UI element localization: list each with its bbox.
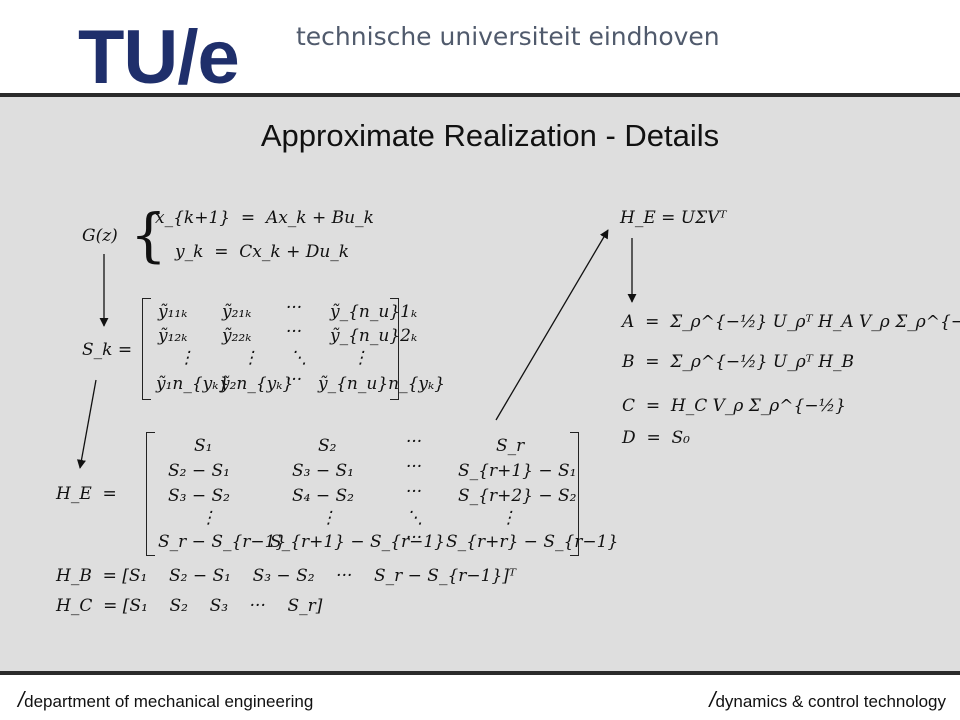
logo-slash: / <box>177 15 198 100</box>
sk-right-bracket <box>390 298 399 400</box>
left-brace: { <box>130 201 167 269</box>
slide-footer: /department of mechanical engineering /d… <box>0 675 960 720</box>
sk-label: S_k = <box>82 340 133 360</box>
footer-department: /department of mechanical engineering <box>18 687 313 713</box>
logo-e: e <box>197 15 239 100</box>
he-cell: S₂ − S₁ <box>168 461 230 481</box>
he-cell: ··· <box>406 432 423 452</box>
footer-department-text: department of mechanical engineering <box>24 692 314 711</box>
footer-slash: / <box>18 687 25 712</box>
he-cell: S₂ <box>318 436 337 456</box>
gz-output-equation: y_k = Cx_k + Du_k <box>175 242 350 262</box>
sk-cell: ỹ₂₁ₖ <box>222 302 252 322</box>
arrow-sk-to-he <box>76 379 97 469</box>
d-equation: D = S₀ <box>622 428 690 448</box>
c-equation: C = H_C V_ρ Σ_ρ^{−½} <box>622 396 846 416</box>
sk-cell: ỹ_{n_u}n_{yₖ} <box>318 374 446 394</box>
footer-divider <box>0 671 960 675</box>
he-cell: S_r − S_{r−1} <box>158 532 287 552</box>
he-cell: S_{r+1} − S_{r−1} <box>270 532 445 552</box>
he-cell: S_r <box>496 436 525 456</box>
he-cell: S₄ − S₂ <box>292 486 354 506</box>
sk-cell: ỹ₁n_{yₖ} <box>156 374 230 394</box>
he-cell: ⋱ <box>406 508 423 528</box>
he-cell: ⋮ <box>320 508 337 528</box>
footer-slash: / <box>709 687 716 712</box>
svd-equation: H_E = UΣVᵀ <box>620 208 727 228</box>
he-right-bracket <box>570 432 579 556</box>
he-cell: S₃ − S₁ <box>292 461 354 481</box>
hc-equation: H_C = [S₁ S₂ S₃ ··· S_r] <box>56 596 323 616</box>
he-cell: ··· <box>406 528 423 548</box>
slide-header: TU/e technische universiteit eindhoven <box>0 0 960 100</box>
sk-cell: ỹ₂n_{yₖ} <box>220 374 294 394</box>
sk-cell: ⋮ <box>178 348 195 368</box>
he-cell: ··· <box>406 457 423 477</box>
sk-cell: ··· <box>286 370 303 390</box>
sk-cell: ··· <box>286 322 303 342</box>
sk-left-bracket <box>142 298 151 400</box>
university-name: technische universiteit eindhoven <box>296 22 720 51</box>
a-equation: A = Σ_ρ^{−½} U_ρᵀ H_A V_ρ Σ_ρ^{−½} <box>622 312 960 332</box>
sk-cell: ··· <box>286 298 303 318</box>
he-cell: S_{r+2} − S₂ <box>458 486 577 506</box>
gz-state-equation: x_{k+1} = Ax_k + Bu_k <box>155 208 374 228</box>
sk-cell: ỹ₁₁ₖ <box>158 302 188 322</box>
he-label: H_E = <box>56 484 117 504</box>
he-cell: S₃ − S₂ <box>168 486 230 506</box>
sk-cell: ỹ_{n_u}2ₖ <box>330 326 418 346</box>
footer-group: /dynamics & control technology <box>709 687 946 713</box>
he-cell: S₁ <box>194 436 213 456</box>
sk-cell: ⋱ <box>290 348 307 368</box>
he-cell: S_{r+r} − S_{r−1} <box>446 532 619 552</box>
sk-cell: ⋮ <box>352 348 369 368</box>
arrow-he-to-svd <box>495 229 609 421</box>
sk-cell: ỹ_{n_u}1ₖ <box>330 302 418 322</box>
slide-title: Approximate Realization - Details <box>260 118 720 153</box>
he-cell: S_{r+1} − S₁ <box>458 461 577 481</box>
he-left-bracket <box>146 432 155 556</box>
tue-logo: TU/e <box>78 15 240 100</box>
sk-cell: ⋮ <box>242 348 259 368</box>
sk-cell: ỹ₂₂ₖ <box>222 326 252 346</box>
gz-label: G(z) <box>82 226 118 246</box>
slide-body <box>0 97 960 671</box>
he-cell: ⋮ <box>200 508 217 528</box>
he-cell: ··· <box>406 482 423 502</box>
sk-cell: ỹ₁₂ₖ <box>158 326 188 346</box>
footer-group-text: dynamics & control technology <box>715 692 946 711</box>
hb-equation: H_B = [S₁ S₂ − S₁ S₃ − S₂ ··· S_r − S_{r… <box>56 566 517 586</box>
b-equation: B = Σ_ρ^{−½} U_ρᵀ H_B <box>622 352 855 372</box>
header-divider <box>0 93 960 97</box>
he-cell: ⋮ <box>500 508 517 528</box>
logo-tu: TU <box>78 15 178 100</box>
